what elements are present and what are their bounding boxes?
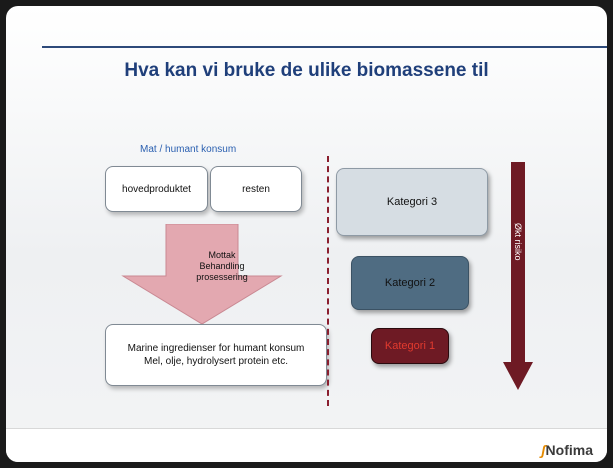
main-product-box: hovedproduktet bbox=[105, 166, 208, 212]
nofima-logo: ʃNofima bbox=[541, 442, 593, 458]
category-2-box: Kategori 2 bbox=[351, 256, 469, 310]
process-line-2: Behandling bbox=[199, 261, 245, 271]
process-arrow-text: Mottak Behandling prosessering bbox=[179, 250, 265, 283]
risk-label: Økt risiko bbox=[513, 223, 523, 261]
category-1-label: Kategori 1 bbox=[384, 340, 436, 352]
header-rule bbox=[42, 46, 607, 48]
risk-arrow bbox=[503, 162, 533, 390]
divider-line bbox=[327, 156, 329, 406]
footer-bar bbox=[6, 428, 607, 462]
process-line-3: prosessering bbox=[196, 272, 248, 282]
ingredients-line-1: Marine ingredienser for humant konsum bbox=[127, 343, 305, 354]
category-3-box: Kategori 3 bbox=[336, 168, 488, 236]
category-3-label: Kategori 3 bbox=[386, 196, 438, 208]
rest-box: resten bbox=[210, 166, 302, 212]
risk-arrow-shape bbox=[503, 162, 533, 390]
process-line-1: Mottak bbox=[208, 250, 236, 260]
nofima-logo-text: Nofima bbox=[545, 442, 593, 458]
slide: Hva kan vi bruke de ulike biomassene til… bbox=[6, 6, 607, 462]
ingredients-line-2: Mel, olje, hydrolysert protein etc. bbox=[144, 356, 288, 367]
category-1-box: Kategori 1 bbox=[371, 328, 449, 364]
ingredients-box: Marine ingredienser for humant konsum Me… bbox=[105, 324, 327, 386]
process-arrow-shape bbox=[121, 224, 283, 325]
nofima-logo-icon: ʃ bbox=[541, 442, 546, 458]
rest-label: resten bbox=[242, 183, 270, 195]
process-arrow bbox=[121, 224, 283, 325]
food-caption: Mat / humant konsum bbox=[140, 144, 237, 155]
main-product-label: hovedproduktet bbox=[122, 183, 191, 195]
category-2-label: Kategori 2 bbox=[384, 277, 436, 289]
slide-title: Hva kan vi bruke de ulike biomassene til bbox=[124, 60, 489, 81]
